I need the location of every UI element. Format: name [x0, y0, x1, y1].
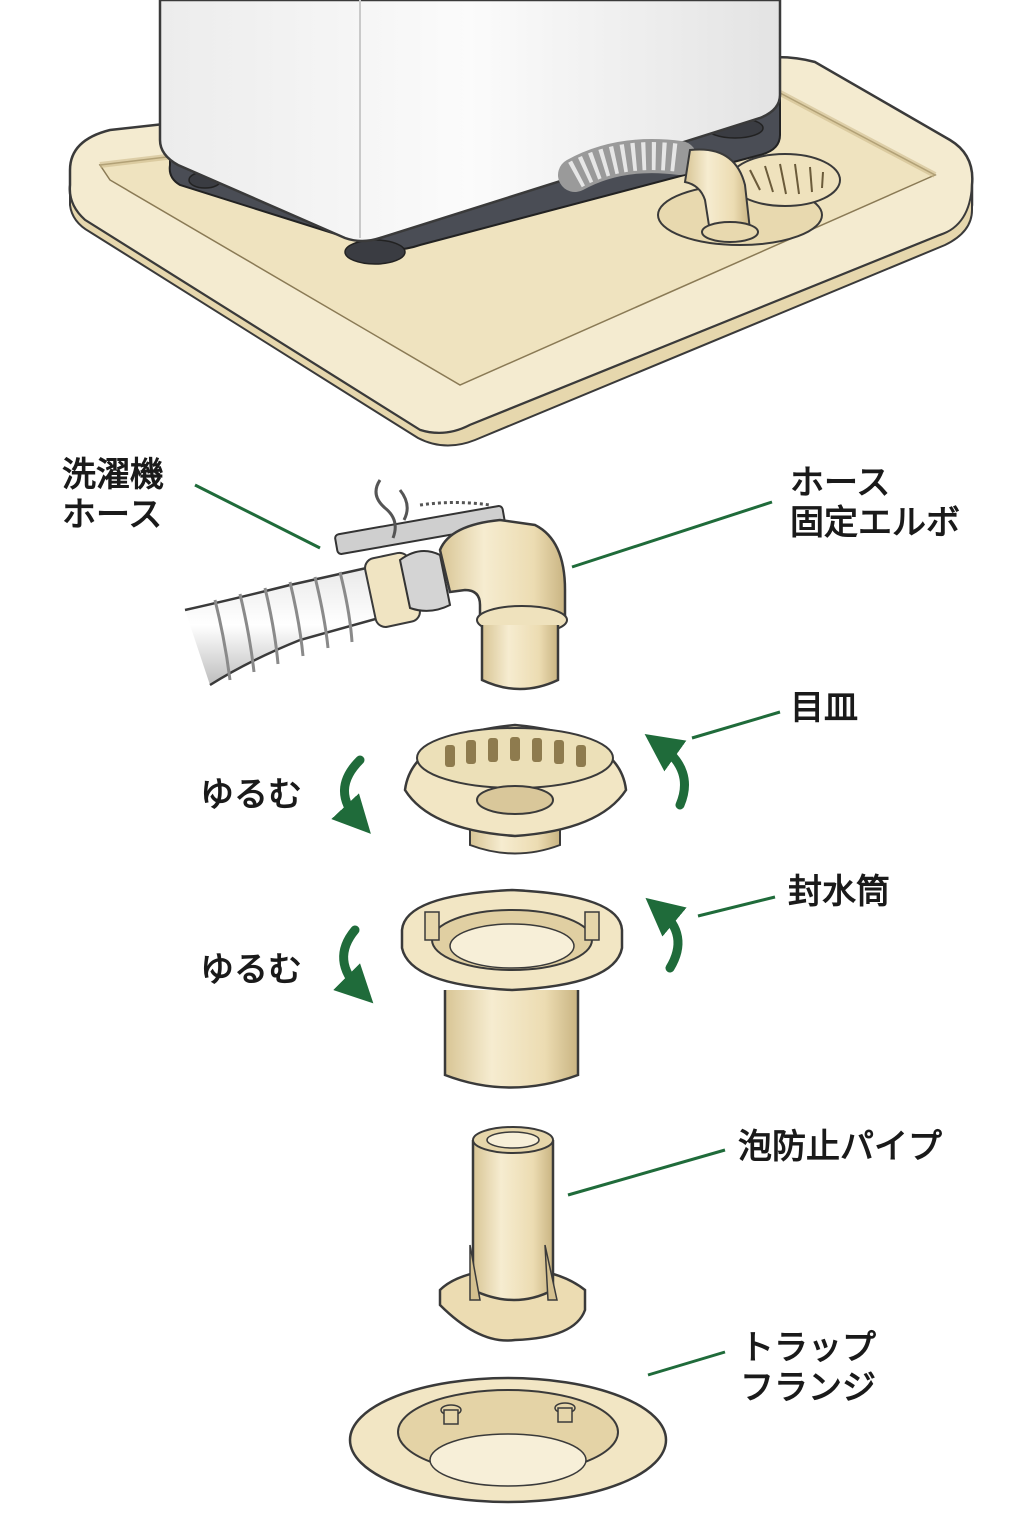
- strainer-part: [403, 723, 628, 855]
- leader-line-anti-foam-pipe: [567, 1148, 726, 1197]
- leader-line-sealing-cylinder: [697, 895, 776, 918]
- washer-hose-part: [184, 479, 506, 687]
- label-loosen-sealing-cylinder: ゆるむ: [200, 950, 302, 990]
- sealing-cylinder-part: [400, 888, 624, 1089]
- leader-line-hose-elbow: [571, 500, 773, 569]
- hose-fixing-elbow-part: [438, 518, 568, 691]
- label-strainer: 目皿: [790, 688, 858, 728]
- label-sealing-cylinder: 封水筒: [788, 872, 890, 912]
- rotate-cw-arrow-icon: [645, 897, 687, 973]
- label-hose-fixing-elbow: ホース 固定エルボ: [790, 463, 960, 543]
- label-anti-foam-pipe: 泡防止パイプ: [738, 1127, 942, 1167]
- label-trap-flange: トラップ フランジ: [740, 1328, 876, 1408]
- rotate-ccw-arrow-icon: [331, 755, 371, 834]
- rotate-cw-arrow-icon: [644, 734, 689, 810]
- rotate-ccw-arrow-icon: [333, 925, 374, 1004]
- label-washer-hose: 洗濯機 ホース: [62, 455, 164, 535]
- leader-line-washer-hose: [194, 483, 321, 550]
- leader-line-strainer: [691, 710, 781, 740]
- leader-line-trap-flange: [647, 1350, 726, 1377]
- label-loosen-strainer: ゆるむ: [200, 775, 302, 815]
- trap-flange-part: [348, 1376, 668, 1504]
- washing-machine-icon: [158, 0, 782, 265]
- anti-foam-pipe-part: [438, 1126, 587, 1342]
- installed-drain-trap: [558, 139, 841, 246]
